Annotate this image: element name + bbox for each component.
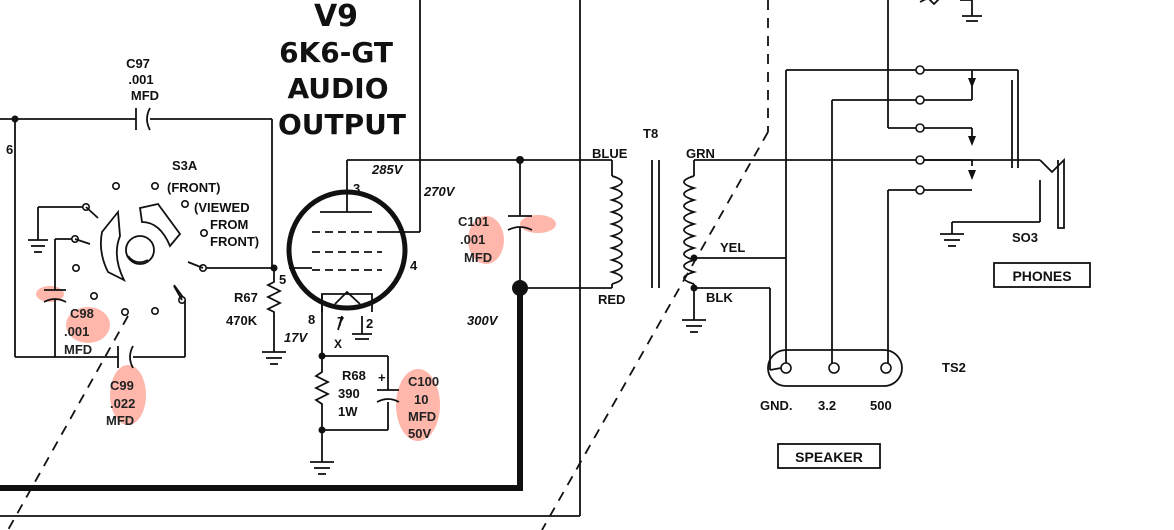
speaker-label: SPEAKER <box>795 449 863 465</box>
phones-label-box <box>993 262 1091 288</box>
speaker-gnd-label: GND. <box>760 398 793 413</box>
s3a-line4: FRONT) <box>210 234 259 249</box>
r67-value: 470K <box>226 313 258 328</box>
speaker-terminal-ts2 <box>767 258 903 387</box>
c101-ref: C101 <box>458 214 489 229</box>
s3a-line3: FROM <box>210 217 248 232</box>
c100-rating: 50V <box>408 426 431 441</box>
t8-blue-lead: BLUE <box>592 146 628 161</box>
c101-value: .001 <box>460 232 485 247</box>
t8-blk-lead: BLK <box>706 290 733 305</box>
voltage-300: 300V <box>467 313 499 328</box>
c97-value: .001 <box>128 72 153 87</box>
voltage-270: 270V <box>423 184 456 199</box>
t8-grn-lead: GRN <box>686 146 715 161</box>
mechanical-links <box>7 0 769 530</box>
voltage-17: 17V <box>284 330 308 345</box>
edge-fragment-label: 6 <box>6 142 13 157</box>
r67-ref: R67 <box>234 290 258 305</box>
tube-ref-label: V9 <box>314 0 358 34</box>
tube-function-line1: AUDIO <box>287 72 388 105</box>
tube-pin8: 8 <box>308 312 315 327</box>
speaker-tap2-label: 500 <box>870 398 892 413</box>
t8-red-lead: RED <box>598 292 625 307</box>
so3-ref: SO3 <box>1012 230 1038 245</box>
r68-value: 390 <box>338 386 360 401</box>
s3a-ref: S3A <box>172 158 198 173</box>
c98-value: .001 <box>64 324 89 339</box>
c99-unit: MFD <box>106 413 134 428</box>
transformer-t8 <box>608 159 972 333</box>
c100-value: 10 <box>414 392 428 407</box>
highlight-marks <box>36 215 556 441</box>
c97-unit: MFD <box>131 88 159 103</box>
tube-pin2: 2 <box>366 316 373 331</box>
plate-supply <box>0 0 612 517</box>
t8-ref: T8 <box>643 126 658 141</box>
c100-unit: MFD <box>408 409 436 424</box>
c98-unit: MFD <box>64 342 92 357</box>
t8-yel-lead: YEL <box>720 240 745 255</box>
tube-v9 <box>286 0 520 356</box>
phones-label: PHONES <box>1012 268 1071 284</box>
voltage-285: 285V <box>371 162 404 177</box>
c99-ref: C99 <box>110 378 134 393</box>
speaker-label-box <box>777 443 881 469</box>
c101-unit: MFD <box>464 250 492 265</box>
c100-ref: C100 <box>408 374 439 389</box>
r68-ref: R68 <box>342 368 366 383</box>
tube-pin-x: X <box>334 337 342 351</box>
s3a-line2: (VIEWED <box>194 200 250 215</box>
speaker-tap1-label: 3.2 <box>818 398 836 413</box>
resistor-r67 <box>262 268 286 365</box>
tube-pin4: 4 <box>410 258 418 273</box>
c100-polarity: + <box>378 370 386 385</box>
tube-pin7: 7 <box>337 314 344 329</box>
tube-pin3: 3 <box>353 181 360 196</box>
left-wiring <box>0 107 273 369</box>
c99-value: .022 <box>110 396 135 411</box>
ts2-ref: TS2 <box>942 360 966 375</box>
tube-type-label: 6K6-GT <box>279 36 393 69</box>
cathode-network <box>310 352 400 475</box>
tube-function-line2: OUTPUT <box>278 108 406 141</box>
rotary-switch-s3a <box>71 182 278 316</box>
s3a-line1: (FRONT) <box>167 180 220 195</box>
phones-jack-so3 <box>769 0 1065 370</box>
c97-ref: C97 <box>126 56 150 71</box>
c98-ref: C98 <box>70 306 94 321</box>
tube-pin5: 5 <box>279 272 286 287</box>
r68-rating: 1W <box>338 404 358 419</box>
